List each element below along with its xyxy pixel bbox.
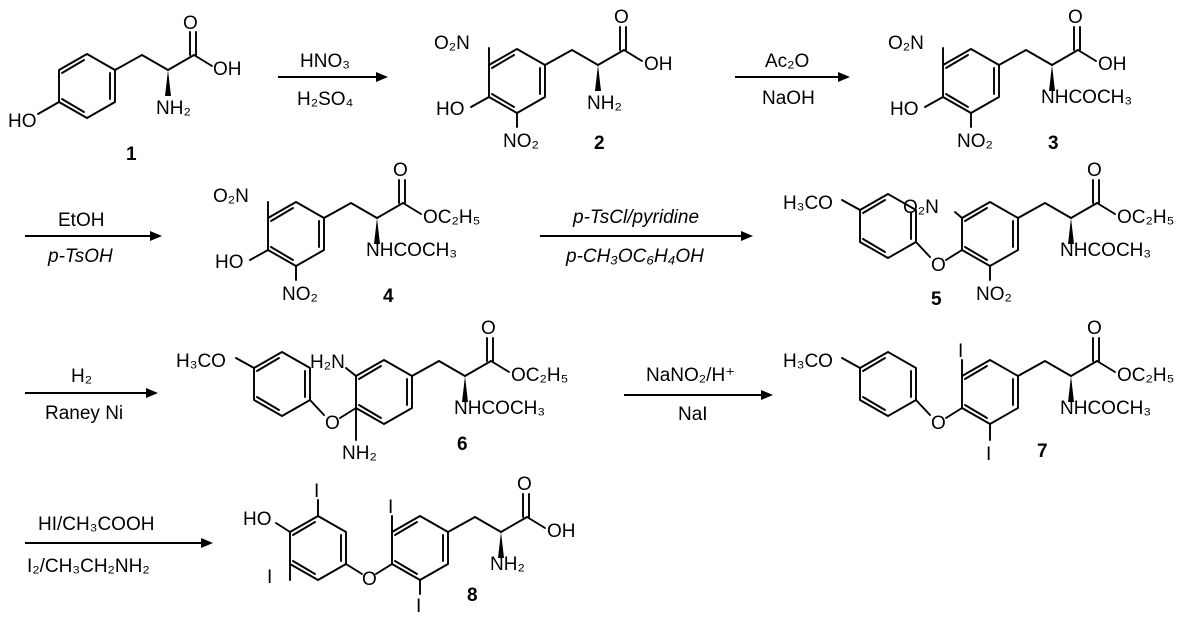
- compound-2-ho-label: HO: [436, 99, 465, 120]
- compound-8-i-phenol-bottom-label: I: [267, 567, 272, 588]
- arrow-5-reagent-below: Raney Ni: [45, 403, 123, 424]
- arrow-4-reagent-above: p-TsCl/pyridine: [572, 207, 699, 228]
- compound-6-number: 6: [457, 434, 468, 455]
- compound-3-nh-label: NHCOCH₃: [1041, 87, 1132, 108]
- compound-8-bonds: [275, 493, 546, 595]
- compound-2-number: 2: [594, 133, 605, 154]
- compound-3-number: 3: [1048, 133, 1059, 154]
- compound-8-ho-label: HO: [243, 509, 272, 530]
- compound-2-nh2-label: NH₂: [587, 93, 622, 114]
- compound-5-o-label: O: [1087, 160, 1102, 181]
- compound-3-no2-top-label: O₂N: [888, 33, 924, 54]
- arrow-7-reagent-above: HI/CH₃COOH: [38, 514, 154, 535]
- compound-7-i-bottom-label: I: [986, 444, 991, 465]
- compound-6-o-label: O: [481, 318, 496, 339]
- compound-2-no2-top-label: O₂N: [434, 33, 470, 54]
- compound-5-no2-top-label: O₂N: [903, 197, 939, 218]
- compound-8-ether-o-label: O: [362, 569, 377, 590]
- compound-8: O OH NH₂ I I O HO I I 8: [243, 474, 576, 617]
- arrow-4-reagent-below: p-CH₃OC₆H₄OH: [565, 246, 704, 267]
- compound-4-nh-label: NHCOCH₃: [366, 240, 457, 261]
- compound-5-meo-label: H₃CO: [783, 193, 833, 214]
- compound-4-ho-label: HO: [215, 252, 244, 273]
- arrow-6: NaNO₂/H⁺ NaI: [624, 365, 773, 425]
- compound-3-bonds: [924, 26, 1097, 128]
- compound-4: O OC₂H₅ NHCOCH₃ O₂N HO NO₂ 4: [213, 160, 480, 307]
- compound-1: O OH NH₂ HO 1: [8, 13, 242, 165]
- compound-4-no2-bottom-label: NO₂: [282, 284, 318, 305]
- compound-8-number: 8: [467, 585, 478, 606]
- compound-8-o-label: O: [517, 474, 532, 495]
- compound-2-no2-bottom-label: NO₂: [503, 131, 539, 152]
- compound-3-o-label: O: [1068, 7, 1083, 28]
- compound-3-no2-bottom-label: NO₂: [957, 131, 993, 152]
- arrow-3-reagent-below: p-TsOH: [47, 246, 113, 267]
- compound-3-oh-label: OH: [1098, 54, 1127, 75]
- compound-5-nh-label: NHCOCH₃: [1060, 240, 1151, 261]
- compound-1-o-label: O: [183, 13, 198, 34]
- compound-5-ether-o-label: O: [931, 255, 946, 276]
- compound-6: O OC₂H₅ NHCOCH₃ H₂N NH₂ O H₃CO 6: [176, 318, 568, 464]
- compound-5-no2-bottom-label: NO₂: [976, 284, 1012, 305]
- compound-6-meo-label: H₃CO: [176, 351, 226, 372]
- compound-3: O OH NHCOCH₃ O₂N HO NO₂ 3: [888, 7, 1132, 154]
- compound-8-oh-label: OH: [547, 521, 576, 542]
- compound-6-nh2-bottom-label: NH₂: [342, 443, 377, 464]
- arrow-7-reagent-below: I₂/CH₃CH₂NH₂: [27, 556, 150, 577]
- compound-2-o-label: O: [614, 7, 629, 28]
- compound-7: O OC₂H₅ NHCOCH₃ I I O H₃CO 7: [783, 318, 1174, 465]
- compound-5-ester-label: OC₂H₅: [1117, 207, 1174, 228]
- compound-7-ether-o-label: O: [931, 413, 946, 434]
- arrow-1: HNO₃ H₂SO₄: [278, 51, 388, 110]
- arrow-5: H₂ Raney Ni: [25, 366, 158, 424]
- compound-2-bonds: [470, 26, 643, 128]
- arrow-5-reagent-above: H₂: [71, 366, 92, 387]
- compound-8-i-top-label: I: [388, 497, 393, 518]
- arrow-3-reagent-above: EtOH: [58, 210, 104, 231]
- arrow-2: Ac₂O NaOH: [735, 51, 850, 109]
- arrow-6-reagent-above: NaNO₂/H⁺: [646, 365, 735, 386]
- arrow-6-reagent-below: NaI: [678, 404, 708, 425]
- compound-7-ester-label: OC₂H₅: [1117, 365, 1174, 386]
- compound-7-meo-label: H₃CO: [783, 351, 833, 372]
- compound-4-ester-label: OC₂H₅: [423, 207, 480, 228]
- arrow-7: HI/CH₃COOH I₂/CH₃CH₂NH₂: [25, 514, 213, 577]
- compound-1-ho-label: HO: [8, 111, 37, 132]
- compound-5: O OC₂H₅ NHCOCH₃ O₂N NO₂ O H₃CO 5: [783, 160, 1174, 310]
- arrow-1-reagent-above: HNO₃: [300, 51, 350, 72]
- compound-6-nh-label: NHCOCH₃: [454, 398, 545, 419]
- compound-4-o-label: O: [393, 160, 408, 181]
- arrow-3: EtOH p-TsOH: [25, 210, 162, 267]
- compound-6-nh2-top-label: H₂N: [310, 352, 345, 373]
- compound-1-oh-label: OH: [213, 59, 242, 80]
- compound-6-ester-label: OC₂H₅: [511, 365, 568, 386]
- compound-6-bonds: [235, 337, 510, 441]
- compound-7-number: 7: [1037, 441, 1048, 462]
- compound-7-bonds: [841, 337, 1116, 441]
- compound-4-number: 4: [383, 286, 394, 307]
- compound-3-ho-label: HO: [890, 99, 919, 120]
- compound-1-number: 1: [126, 144, 137, 165]
- arrow-4: p-TsCl/pyridine p-CH₃OC₆H₄OH: [540, 207, 753, 267]
- arrow-1-reagent-below: H₂SO₄: [297, 89, 354, 110]
- compound-7-nh-label: NHCOCH₃: [1060, 398, 1151, 419]
- compound-2: O OH NH₂ O₂N HO NO₂ 2: [434, 7, 673, 154]
- compound-7-o-label: O: [1087, 318, 1102, 339]
- compound-1-nh2-label: NH₂: [156, 98, 191, 119]
- compound-5-bonds: [841, 179, 1116, 281]
- compound-8-i-phenol-top-label: I: [314, 481, 319, 502]
- compound-8-i-bottom-label: I: [416, 596, 421, 617]
- compound-5-number: 5: [931, 289, 942, 310]
- arrow-2-reagent-below: NaOH: [762, 88, 815, 109]
- compound-7-i-top-label: I: [958, 341, 963, 362]
- compound-2-oh-label: OH: [644, 54, 673, 75]
- compound-4-bonds: [249, 179, 422, 281]
- compound-1-bonds: [37, 31, 213, 119]
- compound-6-ether-o-label: O: [325, 413, 340, 434]
- compound-8-nh2-label: NH₂: [490, 554, 525, 575]
- arrow-2-reagent-above: Ac₂O: [765, 51, 809, 72]
- compound-4-no2-top-label: O₂N: [213, 186, 249, 207]
